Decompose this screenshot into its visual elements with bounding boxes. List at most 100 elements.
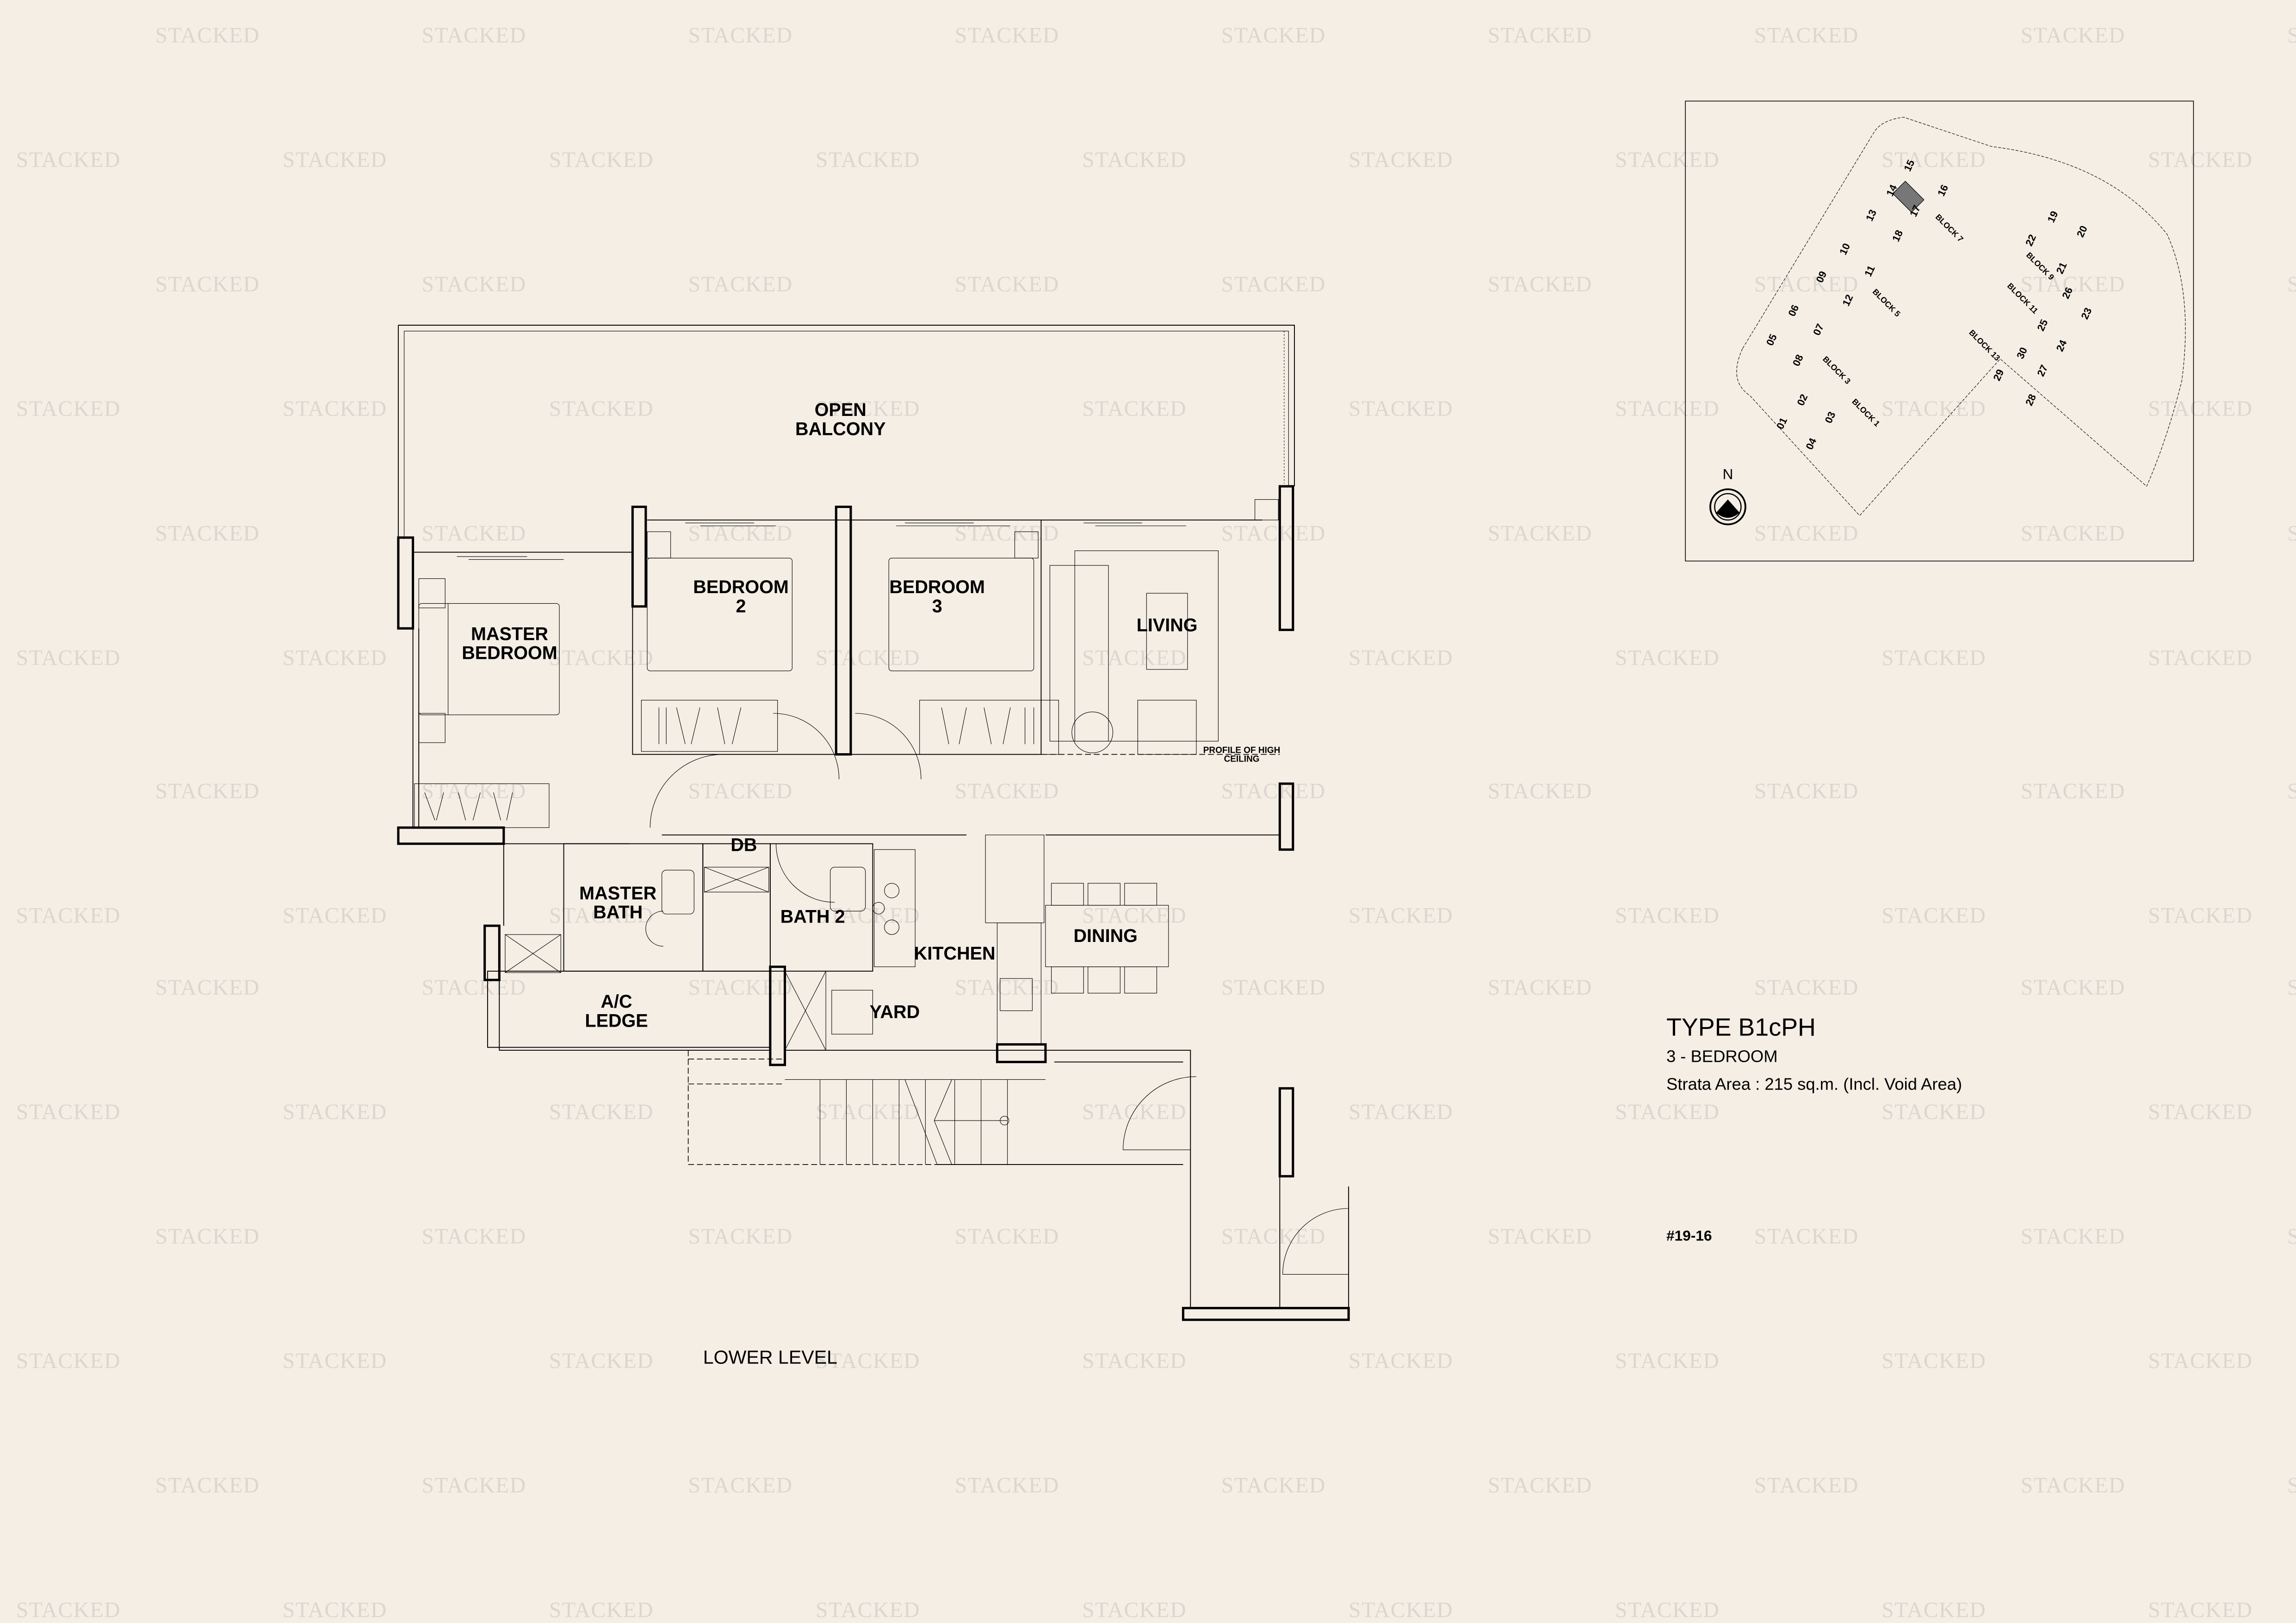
watermark-text: STACKED bbox=[155, 273, 260, 297]
watermark-text: STACKED bbox=[155, 24, 260, 48]
watermark-text: STACKED bbox=[816, 1349, 920, 1373]
watermark-text: STACKED bbox=[549, 397, 654, 421]
watermark-text: STACKED bbox=[2287, 273, 2296, 297]
watermark-text: STACKED bbox=[1221, 976, 1326, 1000]
watermark-text: STACKED bbox=[1082, 1100, 1187, 1124]
watermark-text: STACKED bbox=[1488, 976, 1592, 1000]
label-master-bath-1: MASTER bbox=[579, 883, 656, 904]
watermark-text: STACKED bbox=[1881, 397, 1986, 421]
bedroom-count: 3 - BEDROOM bbox=[1666, 1047, 1778, 1065]
bed-2 bbox=[647, 558, 792, 671]
watermark-text: STACKED bbox=[2148, 1100, 2253, 1124]
watermark-text: STACKED bbox=[16, 1100, 121, 1124]
watermark-text: STACKED bbox=[422, 976, 526, 1000]
watermark-text: STACKED bbox=[1488, 779, 1592, 803]
highlighted-unit-16 bbox=[1892, 180, 1925, 213]
label-kitchen: KITCHEN bbox=[914, 943, 996, 964]
balcony-outline bbox=[397, 324, 1295, 539]
wardrobe bbox=[414, 783, 550, 828]
column bbox=[1278, 1087, 1294, 1177]
watermark-text: STACKED bbox=[2148, 148, 2253, 172]
level-label: LOWER LEVEL bbox=[703, 1347, 837, 1368]
ac-ledge-outline bbox=[487, 971, 771, 1048]
watermark-text: STACKED bbox=[1349, 1100, 1453, 1124]
label-ac-ledge-2: LEDGE bbox=[585, 1010, 648, 1031]
watermark-text: STACKED bbox=[1881, 1598, 1986, 1622]
watermark-text: STACKED bbox=[1349, 646, 1453, 670]
label-ac-ledge-1: A/C bbox=[600, 991, 632, 1012]
watermark-text: STACKED bbox=[816, 904, 920, 928]
room-labels: OPEN BALCONY MASTER BEDROOM BEDROOM 2 BE… bbox=[462, 400, 1280, 1368]
watermark-text: STACKED bbox=[422, 273, 526, 297]
label-master-bedroom-1: MASTER bbox=[471, 624, 548, 644]
watermark-text: STACKED bbox=[155, 779, 260, 803]
watermark-text: STACKED bbox=[1754, 779, 1859, 803]
watermark-text: STACKED bbox=[1881, 904, 1986, 928]
watermark-text: STACKED bbox=[422, 24, 526, 48]
label-profile-high-ceiling-2: CEILING bbox=[1224, 754, 1260, 764]
watermark-text: STACKED bbox=[955, 273, 1059, 297]
watermark-text: STACKED bbox=[1349, 1598, 1453, 1622]
column bbox=[1182, 1307, 1350, 1321]
watermark-text: STACKED bbox=[155, 1225, 260, 1249]
watermark-text: STACKED bbox=[816, 1100, 920, 1124]
label-bedroom-2-2: 2 bbox=[736, 596, 746, 616]
watermark-text: STACKED bbox=[2021, 1225, 2125, 1249]
watermark-text: STACKED bbox=[688, 976, 793, 1000]
watermark-text: STACKED bbox=[688, 1474, 793, 1498]
watermark-text: STACKED bbox=[2148, 1349, 2253, 1373]
label-bedroom-3-1: BEDROOM bbox=[889, 577, 985, 597]
watermark-text: STACKED bbox=[1488, 24, 1592, 48]
sink-counter bbox=[996, 923, 1041, 1045]
watermark-text: STACKED bbox=[2021, 779, 2125, 803]
watermark-text: STACKED bbox=[2021, 976, 2125, 1000]
watermark-text: STACKED bbox=[2287, 976, 2296, 1000]
watermark-text: STACKED bbox=[1488, 1225, 1592, 1249]
watermark-text: STACKED bbox=[688, 273, 793, 297]
label-bedroom-2-1: BEDROOM bbox=[693, 577, 789, 597]
watermark-text: STACKED bbox=[1881, 148, 1986, 172]
floor-plan bbox=[397, 324, 1350, 1321]
watermark-text: STACKED bbox=[955, 1474, 1059, 1498]
watermark-text: STACKED bbox=[16, 904, 121, 928]
watermark-text: STACKED bbox=[1221, 779, 1326, 803]
watermark-text: STACKED bbox=[955, 1225, 1059, 1249]
watermark-text: STACKED bbox=[1221, 1225, 1326, 1249]
watermark-text: STACKED bbox=[1082, 1349, 1187, 1373]
watermark-text: STACKED bbox=[1754, 24, 1859, 48]
watermark-text: STACKED bbox=[283, 1598, 387, 1622]
label-bedroom-3-2: 3 bbox=[932, 596, 942, 616]
label-yard: YARD bbox=[870, 1002, 920, 1022]
watermark-text: STACKED bbox=[816, 148, 920, 172]
watermark-text: STACKED bbox=[816, 397, 920, 421]
living-rug bbox=[1074, 550, 1219, 742]
wardrobe bbox=[641, 700, 778, 752]
master-bed bbox=[418, 603, 560, 715]
watermark-text: STACKED bbox=[2021, 521, 2125, 545]
watermark-text: STACKED bbox=[955, 24, 1059, 48]
watermark-text: STACKED bbox=[283, 1100, 387, 1124]
watermark-text: STACKED bbox=[1754, 521, 1859, 545]
watermark-text: STACKED bbox=[1488, 521, 1592, 545]
watermark-text: STACKED bbox=[1754, 273, 1859, 297]
watermark-text: STACKED bbox=[16, 148, 121, 172]
label-living: LIVING bbox=[1137, 615, 1198, 636]
watermark-text: STACKED bbox=[1615, 646, 1720, 670]
north-label: N bbox=[1722, 465, 1733, 482]
watermark-text: STACKED bbox=[955, 976, 1059, 1000]
watermark-text: STACKED bbox=[2287, 1474, 2296, 1498]
watermark-text: STACKED bbox=[1615, 1100, 1720, 1124]
column bbox=[483, 924, 501, 981]
watermark-text: STACKED bbox=[1082, 397, 1187, 421]
watermark-text: STACKED bbox=[1082, 148, 1187, 172]
label-open-balcony-2: BALCONY bbox=[795, 419, 886, 439]
watermark-text: STACKED bbox=[1349, 904, 1453, 928]
watermark-text: STACKED bbox=[549, 1598, 654, 1622]
watermark-text: STACKED bbox=[16, 1349, 121, 1373]
watermark-text: STACKED bbox=[155, 976, 260, 1000]
site-plan-frame bbox=[1685, 100, 2194, 562]
label-profile-high-ceiling-1: PROFILE OF HIGH bbox=[1203, 745, 1281, 755]
watermark-text: STACKED bbox=[155, 1474, 260, 1498]
watermark-text: STACKED bbox=[283, 646, 387, 670]
cooker-counter bbox=[874, 849, 916, 967]
